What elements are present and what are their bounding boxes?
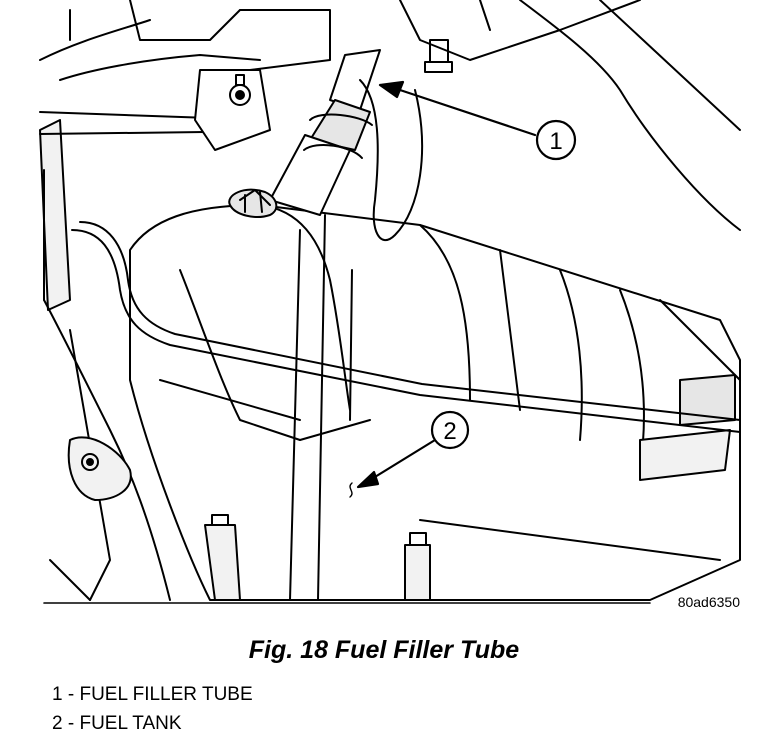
upper-mount-bracket (194, 39, 453, 151)
figure-code: 80ad6350 (678, 594, 741, 610)
vehicle-body-structure (39, 0, 741, 601)
legend-label-2: FUEL TANK (79, 713, 182, 734)
fuel-filler-tube (228, 49, 424, 242)
figure-legend: 1 - FUEL FILLER TUBE 2 - FUEL TANK (52, 680, 253, 738)
callout-1: 1 (535, 119, 577, 161)
figure-caption: Fig. 18 Fuel Filler Tube (248, 636, 520, 664)
fuel-lines (39, 111, 741, 433)
figure-frame: 80ad6350 (43, 594, 741, 610)
legend-label-1: FUEL FILLER TUBE (79, 684, 253, 705)
tank-straps (204, 214, 431, 601)
callout-arrows (349, 80, 537, 498)
legend-number-1: 1 (52, 684, 63, 705)
legend-separator-1: - (62, 684, 80, 705)
fuel-filler-tube-illustration: 1 2 80ad6350 (39, 0, 741, 610)
callout-1-number: 1 (549, 128, 562, 155)
fuel-tank (129, 204, 741, 601)
legend-item-1: 1 - FUEL FILLER TUBE (52, 680, 253, 709)
callout-2-number: 2 (443, 418, 456, 445)
callout-2: 2 (430, 410, 470, 450)
legend-number-2: 2 (52, 713, 63, 734)
legend-item-2: 2 - FUEL TANK (52, 709, 253, 738)
legend-separator-2: - (62, 713, 80, 734)
